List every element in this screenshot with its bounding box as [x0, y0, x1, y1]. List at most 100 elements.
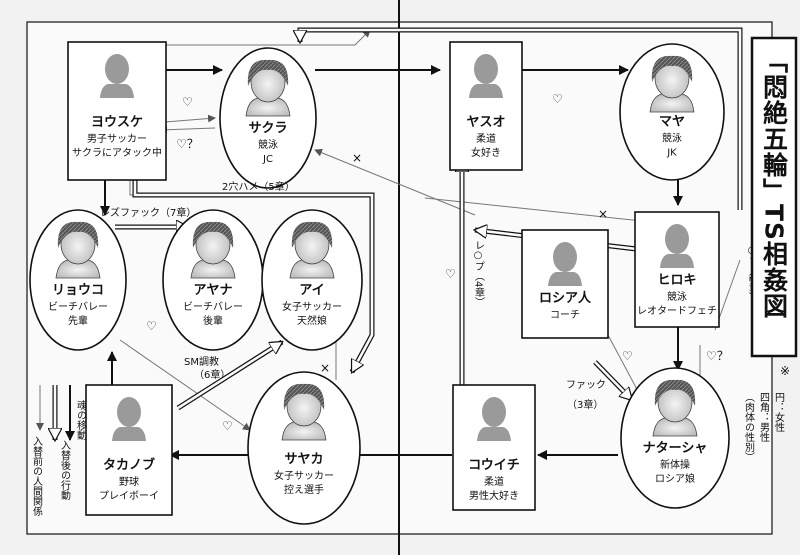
sayaka-ellipse	[247, 371, 361, 525]
maya-portrait	[649, 55, 695, 113]
ai-detail: 天然娘	[297, 314, 327, 327]
cross-mark: ×	[598, 207, 608, 221]
heart-question-mark: ♡？	[706, 349, 729, 363]
shape-legend: ※ 円：女性 四角：男性 （肉体の性別）	[743, 364, 791, 462]
sayaka-detail: 女子サッカー	[274, 469, 334, 482]
maya-detail: 競泳	[662, 132, 682, 145]
sakura-detail: JC	[262, 154, 273, 165]
hiroki-detail: 競泳	[667, 290, 687, 303]
maya-name: マヤ	[659, 115, 685, 130]
ryouko-portrait	[55, 221, 101, 279]
kouichi-portrait	[477, 397, 511, 441]
sayaka-portrait	[281, 383, 327, 441]
natasha-detail: 新体操	[660, 458, 690, 471]
sakura-name: サクラ	[248, 121, 287, 136]
label-two-hole: 2穴ハメ（5章）	[222, 180, 295, 193]
label-fuck: ファック	[566, 379, 606, 391]
sayaka-name: サヤカ	[284, 452, 323, 467]
russian-name: ロシア人	[539, 290, 592, 306]
kouichi-detail: 柔道	[484, 475, 504, 488]
ayana-detail: ビーチバレー	[183, 301, 243, 313]
label-rape4: レ○プ（4章）	[473, 240, 485, 307]
cross-mark: ×	[320, 361, 330, 375]
legend-body-gender: （肉体の性別）	[743, 392, 755, 462]
kouichi-detail: 男性大好き	[469, 489, 519, 502]
ryouko-detail: ビーチバレー	[48, 301, 108, 313]
arrow-legend: 魂の移動 入替後の行動 入替前の人間関係	[31, 385, 87, 517]
heart-question-mark: ♡？	[176, 137, 199, 151]
yousuke-detail: 男子サッカー	[87, 133, 147, 145]
takanobu-portrait	[112, 397, 146, 441]
legend-note-mark: ※	[780, 364, 790, 378]
label-sm: SM調教	[184, 355, 219, 368]
legend-female: 円：女性	[773, 392, 785, 433]
sayaka-detail: 控え選手	[284, 483, 324, 496]
heart-mark: ♡	[622, 349, 633, 363]
ai-name: アイ	[299, 283, 324, 298]
hiroki-detail: レオタードフェチ	[637, 305, 717, 317]
relation-line	[314, 148, 476, 216]
ayana-name: アヤナ	[193, 283, 232, 298]
yasuo-portrait	[469, 54, 503, 98]
sakura-portrait	[245, 59, 291, 117]
hiroki-portrait	[660, 224, 694, 268]
sakura-detail: 競泳	[258, 138, 278, 151]
heart-mark: ♡	[222, 419, 233, 433]
label-lesbian: レズファック（7章）	[100, 206, 196, 219]
relation-line	[164, 114, 216, 123]
relation-line	[137, 29, 371, 46]
ayana-detail: 後輩	[203, 314, 223, 327]
takanobu-detail: プレイボーイ	[99, 490, 159, 502]
relation-line	[607, 334, 641, 396]
takanobu-name: タカノブ	[103, 457, 155, 473]
ai-ellipse	[261, 209, 363, 351]
heart-mark: ♡	[445, 267, 456, 281]
title: 「悶絶五輪」TS相姦図	[760, 48, 789, 319]
kouichi-name: コウイチ	[468, 458, 519, 473]
maya-detail: JK	[666, 148, 677, 159]
yousuke-portrait	[100, 54, 134, 98]
relation-line	[119, 339, 251, 431]
legend-male: 四角：男性	[758, 392, 770, 443]
nodes: ヨウスケ男子サッカーサクラにアタック中サクラ競泳JCヤスオ柔道女好きマヤ競泳JK…	[29, 41, 730, 525]
heart-mark: ♡	[552, 92, 563, 106]
natasha-detail: ロシア娘	[655, 472, 695, 485]
sakura-ellipse	[219, 47, 317, 189]
yasuo-name: ヤスオ	[466, 115, 505, 130]
yasuo-detail: 女好き	[471, 146, 501, 159]
heart-mark: ♡	[182, 95, 193, 109]
natasha-portrait	[652, 379, 698, 437]
ryouko-ellipse	[29, 209, 127, 351]
yousuke-detail: サクラにアタック中	[72, 146, 162, 159]
russian-portrait	[548, 242, 582, 286]
russian-detail: コーチ	[550, 309, 580, 321]
ai-detail: 女子サッカー	[282, 300, 342, 313]
yasuo-detail: 柔道	[476, 132, 496, 145]
ryouko-name: リョウコ	[52, 283, 104, 298]
action-arrow-two-hole-inner	[133, 180, 374, 372]
legend-soul-label: 魂の移動	[75, 399, 87, 441]
ai-portrait	[289, 221, 335, 279]
action-arrow-sm-inner	[177, 342, 282, 410]
natasha-ellipse	[620, 367, 730, 509]
title-box: 「悶絶五輪」TS相姦図	[750, 36, 798, 358]
label-sm-chapter: （6章）	[194, 368, 230, 381]
cross-mark: ×	[352, 151, 362, 165]
ayana-portrait	[190, 221, 236, 279]
action-arrow-rape2-inner	[300, 28, 742, 210]
legend-relation-label: 入替前の人間関係	[31, 436, 43, 517]
